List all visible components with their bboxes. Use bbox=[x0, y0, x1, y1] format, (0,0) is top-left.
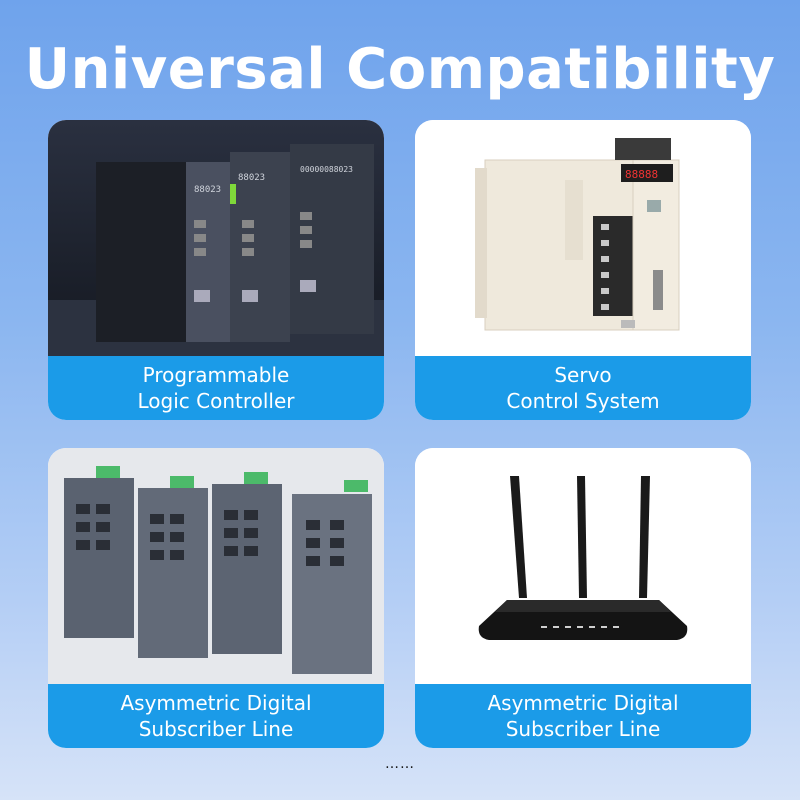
card-label: Asymmetric Digital Subscriber Line bbox=[48, 684, 384, 748]
card-label-line1: Programmable bbox=[142, 363, 290, 387]
card-label-line2: Logic Controller bbox=[137, 389, 295, 413]
card-adsl-switches: Asymmetric Digital Subscriber Line bbox=[48, 448, 384, 748]
svg-text:88023: 88023 bbox=[194, 185, 221, 195]
wifi-router-photo bbox=[415, 448, 751, 684]
industrial-switches-photo bbox=[48, 448, 384, 684]
card-label: Programmable Logic Controller bbox=[48, 356, 384, 420]
card-label: Asymmetric Digital Subscriber Line bbox=[415, 684, 751, 748]
card-label-line2: Control System bbox=[506, 389, 660, 413]
card-label: Servo Control System bbox=[415, 356, 751, 420]
card-label-line1: Servo bbox=[554, 363, 612, 387]
page-title: Universal Compatibility bbox=[24, 37, 776, 102]
card-label-line2: Subscriber Line bbox=[138, 717, 294, 741]
more-ellipsis: …… bbox=[385, 756, 415, 772]
svg-text:00000088023: 00000088023 bbox=[300, 165, 353, 174]
card-servo: 88888 Servo Control System bbox=[415, 120, 751, 420]
svg-text:88023: 88023 bbox=[238, 173, 265, 183]
servo-drive-photo: 88888 bbox=[415, 120, 751, 356]
svg-text:88888: 88888 bbox=[625, 168, 658, 181]
plc-modules-photo: 88023 88023 00000088023 bbox=[48, 120, 384, 356]
card-label-line1: Asymmetric Digital bbox=[487, 691, 679, 715]
card-label-line2: Subscriber Line bbox=[505, 717, 661, 741]
card-plc: 88023 88023 00000088023 Programmable Log… bbox=[48, 120, 384, 420]
card-label-line1: Asymmetric Digital bbox=[120, 691, 312, 715]
card-adsl-router: Asymmetric Digital Subscriber Line bbox=[415, 448, 751, 748]
